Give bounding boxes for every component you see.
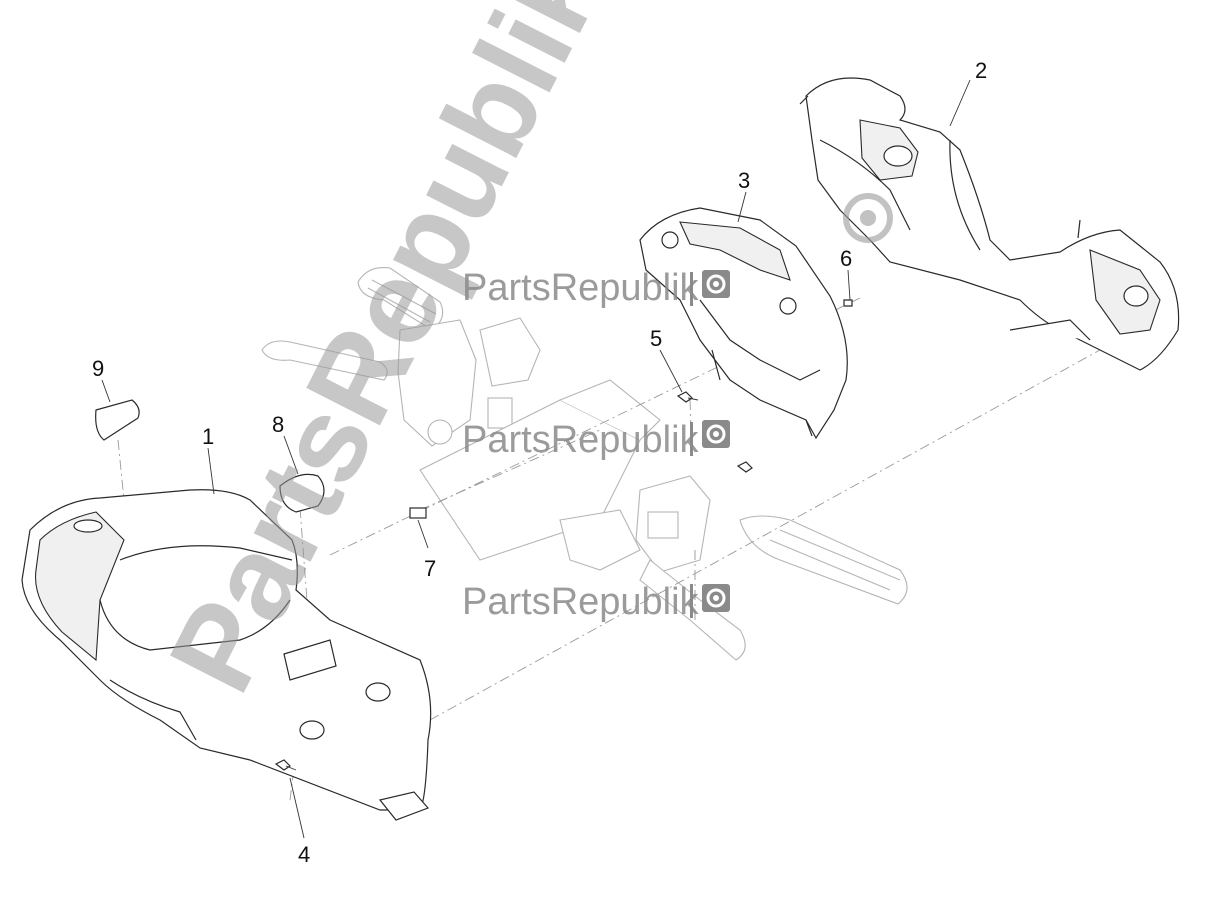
right-master-cylinder-ghost: [559, 475, 711, 573]
watermark-text-2: PartsRepublik: [462, 419, 700, 461]
callout-1: 1: [202, 424, 214, 449]
callout-7: 7: [424, 556, 436, 581]
watermark-gear-large: [843, 193, 893, 243]
screw-5: [676, 391, 699, 403]
callout-8: 8: [272, 412, 284, 437]
callout-2: 2: [975, 58, 987, 83]
rear-handlebar-cover: [799, 77, 1180, 371]
gear-icon: [702, 270, 730, 298]
watermark-row-3: PartsRepublik: [462, 581, 730, 623]
callout-5: 5: [650, 326, 662, 351]
watermark-text-1: PartsRepublik: [462, 267, 700, 309]
watermark-text-3: PartsRepublik: [462, 581, 700, 623]
button-cap-9: [95, 399, 140, 441]
inner-cover: [639, 207, 848, 440]
clip-7: [409, 507, 429, 549]
screw-extra: [736, 461, 753, 473]
left-lever-ghost: [261, 340, 388, 381]
ghost-handlebar-assembly: [261, 267, 908, 661]
gear-icon: [702, 420, 730, 448]
front-handlebar-cover: [21, 489, 432, 821]
callouts: 1 2 3 4 5 6 7 8 9: [92, 58, 987, 867]
callout-6: 6: [840, 246, 852, 271]
right-grip-ghost: [739, 515, 908, 605]
callout-9: 9: [92, 356, 104, 381]
left-switch-ghost: [397, 317, 541, 447]
left-grip-ghost: [357, 267, 444, 331]
callout-3: 3: [738, 168, 750, 193]
callout-4: 4: [298, 842, 310, 867]
screw-6: [843, 299, 853, 307]
gear-icon: [702, 584, 730, 612]
button-cap-8: [279, 473, 325, 513]
screw-4: [274, 759, 297, 771]
watermark-row-2: PartsRepublik: [462, 419, 730, 461]
leader-lines: [101, 79, 971, 839]
watermark-row-1: PartsRepublik: [462, 267, 730, 309]
